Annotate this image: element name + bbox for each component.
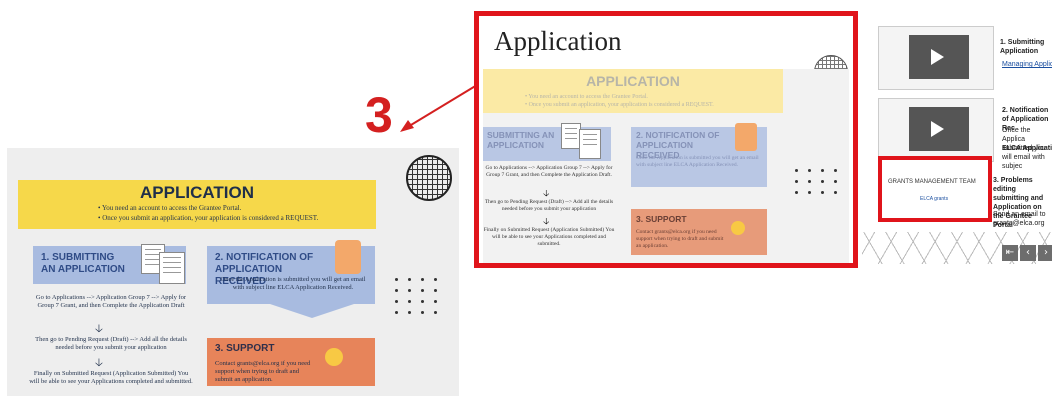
item3-body: Send an email to grants@elca.org xyxy=(993,211,1046,227)
hl-banner-title: APPLICATION xyxy=(586,73,680,89)
hl-step-1: Go to Applications --> Application Group… xyxy=(485,165,613,178)
lightbulb-icon xyxy=(325,348,343,366)
person-illustration-icon xyxy=(735,123,757,151)
dot-pattern xyxy=(395,278,438,314)
hl-step-3: Finally on Submitted Request (Applicatio… xyxy=(483,227,615,247)
document-icon xyxy=(561,123,581,149)
left-banner: APPLICATION • You need an account to acc… xyxy=(18,180,376,229)
left-step-2: Then go to Pending Request (Draft) --> A… xyxy=(35,336,187,351)
slide-preview: APPLICATION • You need an account to acc… xyxy=(483,69,849,263)
hl-card2-body: Once the Application is submitted you wi… xyxy=(636,155,759,168)
lightbulb-icon xyxy=(731,221,745,235)
dot-pattern xyxy=(795,169,838,194)
hl-banner: APPLICATION • You need an account to acc… xyxy=(483,69,783,113)
grants-team-thumbnail[interactable]: GRANTS MANAGEMENT TEAM ELCA grants xyxy=(878,156,992,222)
prev-page-button[interactable]: ‹ xyxy=(1020,245,1036,261)
down-arrow-icon: 🡣 xyxy=(543,217,550,227)
left-card2-body: Once the Application is submitted you wi… xyxy=(220,276,366,291)
down-arrow-icon: 🡣 xyxy=(95,356,103,369)
video-thumbnail-2[interactable] xyxy=(878,98,994,162)
item3-title: 3. Problems editing submitting and Appli… xyxy=(993,177,1044,229)
left-card2-tip xyxy=(270,304,354,318)
hl-card-submitting: SUBMITTING AN APPLICATION xyxy=(483,123,611,161)
person-illustration-icon xyxy=(335,240,361,274)
left-card3-body: Contact grants@elca.org if you need supp… xyxy=(215,360,311,383)
highlighted-slide[interactable]: Application APPLICATION • You need an ac… xyxy=(474,11,858,268)
down-arrow-icon: 🡣 xyxy=(95,322,103,335)
left-card2-title: 2. NOTIFICATION OF APPLICATION RECEIVED xyxy=(215,252,314,287)
slide-title: Application xyxy=(494,26,622,56)
left-step-3: Finally on Submitted Request (Applicatio… xyxy=(29,370,193,385)
left-card-submitting: 1. SUBMITTING AN APPLICATION xyxy=(33,244,186,284)
item1-link[interactable]: Managing Applic xyxy=(1002,61,1052,68)
left-banner-line-1: • You need an account to access the Gran… xyxy=(98,204,242,212)
item2-bold: ELCA Applicatio xyxy=(1002,145,1052,152)
hl-card3-title: 3. SUPPORT xyxy=(636,214,687,224)
left-slide: APPLICATION • You need an account to acc… xyxy=(7,148,459,396)
pointer-arrow-icon xyxy=(400,81,483,132)
next-page-button[interactable]: › xyxy=(1038,245,1052,261)
left-card3-title: 3. SUPPORT xyxy=(215,343,275,354)
hl-card3-body: Contact grants@elca.org if you need supp… xyxy=(636,229,724,249)
hl-step-2: Then go to Pending Request (Draft) --> A… xyxy=(484,199,614,212)
hl-banner-line-2: • Once you submit an application, your a… xyxy=(525,102,714,108)
left-banner-title: APPLICATION xyxy=(140,183,254,202)
gm-sub: ELCA grants xyxy=(920,196,949,202)
play-icon xyxy=(931,121,944,137)
left-card-support: 3. SUPPORT Contact grants@elca.org if yo… xyxy=(207,338,375,386)
left-card-notification: 2. NOTIFICATION OF APPLICATION RECEIVED … xyxy=(207,240,375,304)
first-page-button[interactable]: ⇤ xyxy=(1002,245,1018,261)
left-step-1: Go to Applications --> Application Group… xyxy=(35,294,187,309)
item2-title: 2. Notification of Application Rec xyxy=(1002,107,1049,132)
item2-body: Once the Applica submitted you will emai… xyxy=(1002,127,1046,170)
right-thumbnail-strip: 1. Submitting Application Managing Appli… xyxy=(862,18,1052,264)
down-arrow-icon: 🡣 xyxy=(543,189,550,199)
hl-card-support: 3. SUPPORT Contact grants@elca.org if yo… xyxy=(631,209,767,255)
left-banner-line-2: • Once you submit an application, your a… xyxy=(98,214,319,222)
play-icon xyxy=(931,49,944,65)
hl-card1-title: SUBMITTING AN APPLICATION xyxy=(487,130,555,150)
hl-card-notification: 2. NOTIFICATION OF APPLICATION RECEIVED … xyxy=(631,123,767,187)
left-card1-title: 1. SUBMITTING AN APPLICATION xyxy=(41,252,125,275)
hl-card2-title: 2. NOTIFICATION OF APPLICATION RECEIVED xyxy=(636,130,720,160)
gm-title: GRANTS MANAGEMENT TEAM xyxy=(888,179,976,185)
hl-banner-line-1: • You need an account to access the Gran… xyxy=(525,94,648,100)
checklist-icon xyxy=(579,129,601,159)
item1-title: 1. Submitting Application xyxy=(1000,39,1045,55)
checklist-icon xyxy=(159,252,185,284)
globe-icon xyxy=(406,155,452,201)
step-number: 3 xyxy=(365,87,393,143)
video-thumbnail-1[interactable] xyxy=(878,26,994,90)
